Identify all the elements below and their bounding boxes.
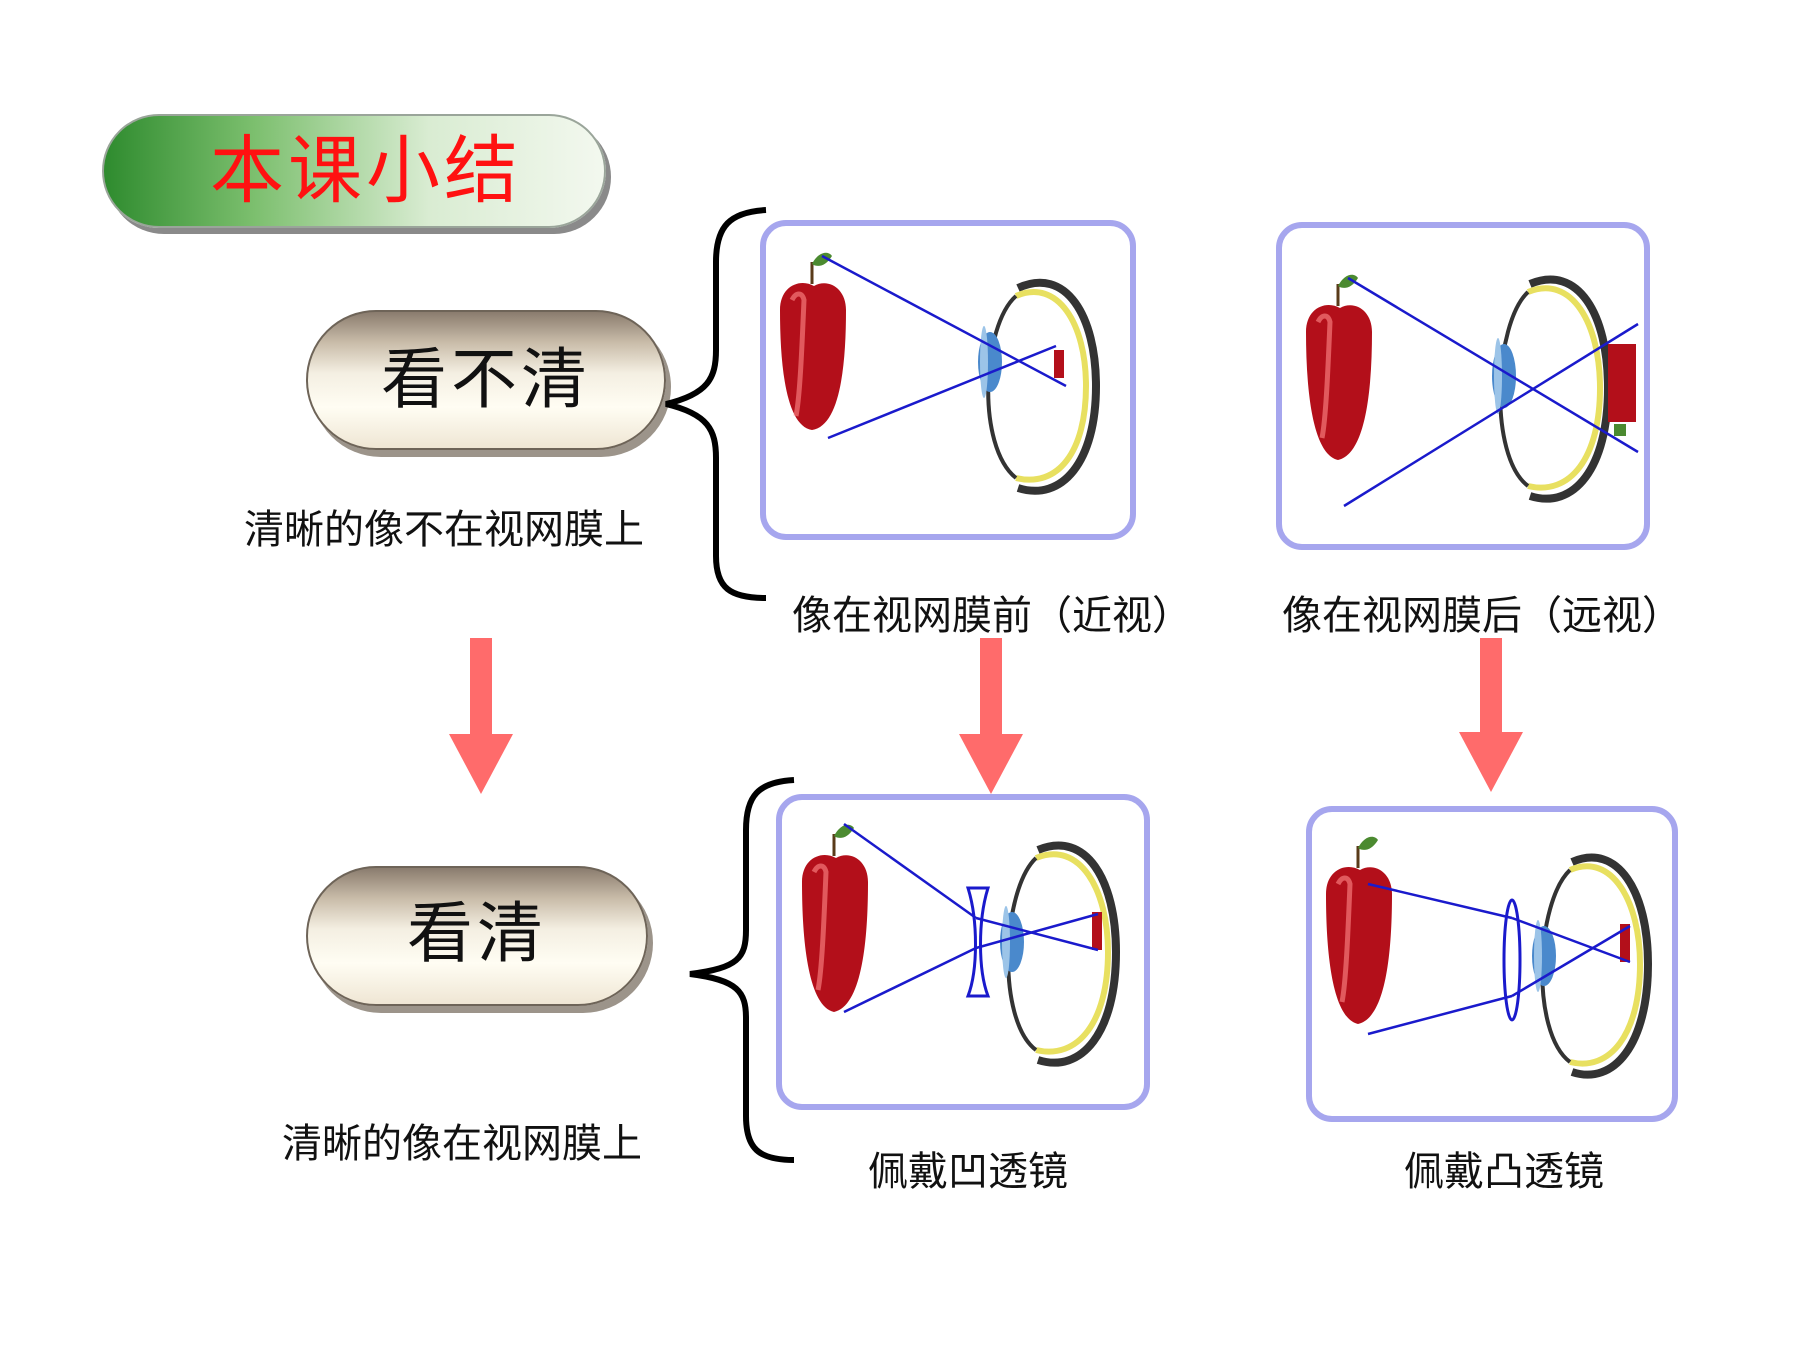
concave-lens-icon	[965, 886, 991, 998]
concave-lens-caption: 佩戴凹透镜	[868, 1149, 1068, 1195]
apple-icon	[802, 824, 868, 1012]
page-title: 本课小结	[210, 128, 522, 214]
rays	[1343, 276, 1639, 508]
apple-icon	[780, 252, 846, 430]
convex-lens-icon	[1502, 898, 1522, 1022]
eye-icon	[1492, 275, 1636, 503]
hyperopia-caption: 像在视网膜后（远视）	[1282, 593, 1682, 639]
rays	[821, 254, 1067, 440]
clear-label: 看清	[407, 895, 547, 972]
myopia-caption: 像在视网膜前（近视）	[792, 593, 1192, 639]
concave-lens-figure	[776, 794, 1150, 1110]
concave-lens-diagram	[802, 822, 1121, 1067]
apple-icon	[1306, 274, 1372, 460]
myopia-figure	[760, 220, 1136, 540]
rays	[1367, 882, 1631, 1036]
arrow-left	[449, 638, 513, 794]
rays	[843, 822, 1099, 1014]
clear-pill	[306, 866, 648, 1006]
apple-icon	[1326, 836, 1392, 1024]
unclear-pill	[306, 310, 666, 450]
brace-bottom	[689, 777, 795, 1163]
arrow-right	[1459, 638, 1523, 792]
brace-top	[665, 207, 767, 601]
convex-lens-figure	[1306, 806, 1678, 1122]
hyperopia-diagram	[1306, 274, 1639, 508]
unclear-label: 看不清	[381, 341, 591, 418]
unclear-caption: 清晰的像不在视网膜上	[244, 507, 644, 553]
convex-lens-caption: 佩戴凸透镜	[1404, 1149, 1604, 1195]
title-banner	[102, 114, 606, 228]
hyperopia-figure	[1276, 222, 1650, 550]
eye-icon	[1532, 853, 1653, 1079]
myopia-diagram	[780, 252, 1101, 495]
clear-caption: 清晰的像在视网膜上	[282, 1121, 642, 1167]
eye-icon	[978, 278, 1101, 495]
eye-icon	[1000, 841, 1121, 1067]
arrow-middle	[959, 638, 1023, 794]
convex-lens-diagram	[1326, 836, 1653, 1079]
